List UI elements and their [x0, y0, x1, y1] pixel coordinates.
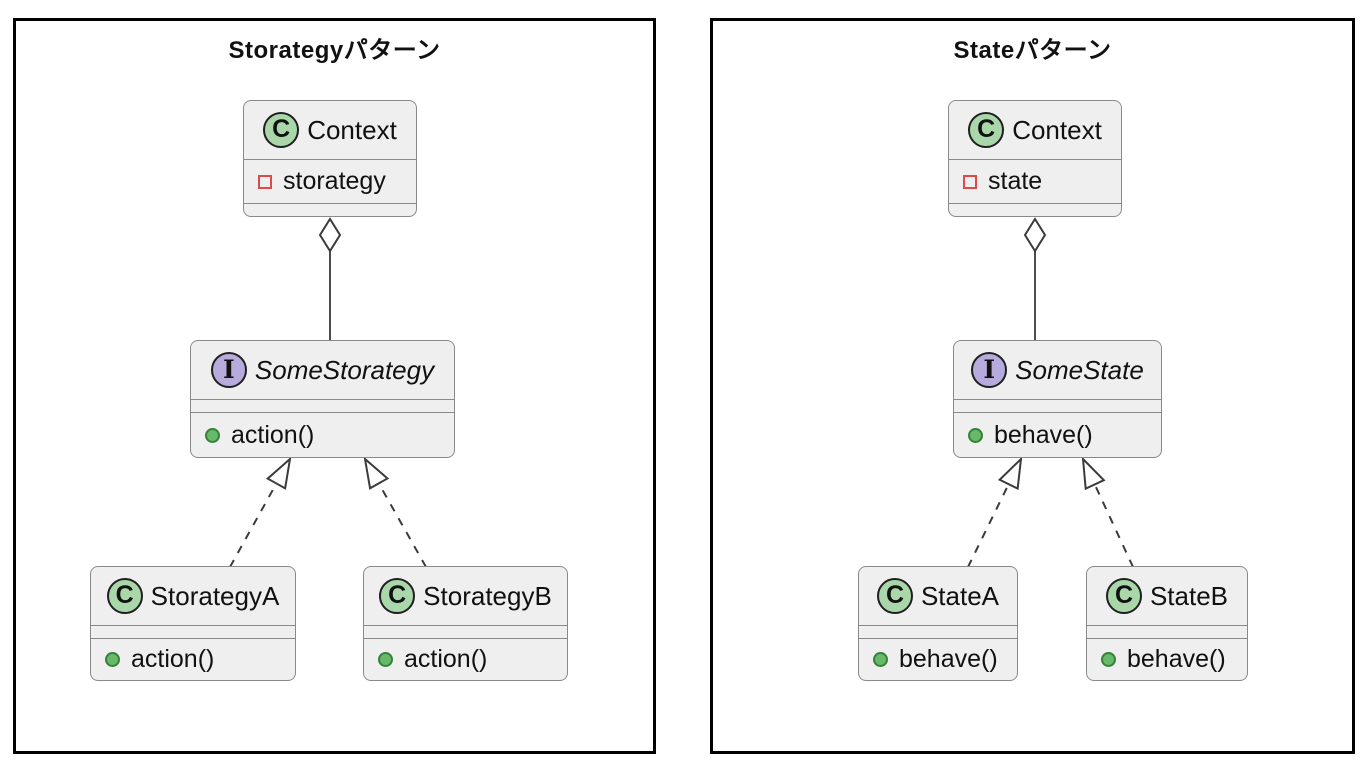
- section-divider: [949, 203, 1121, 204]
- fields-section: storategy: [244, 160, 416, 203]
- class-header: C StateA: [859, 567, 1017, 625]
- interface-name: SomeStorategy: [254, 354, 435, 385]
- diagram-title: Storategyパターン: [228, 37, 441, 64]
- section-divider: [244, 159, 416, 160]
- class-name: StorategyA: [150, 580, 280, 611]
- public-method-icon: [378, 652, 393, 667]
- realization-arrow-a: [229, 456, 292, 568]
- state-pattern-panel: Stateパターン C Context state: [710, 18, 1355, 754]
- section-divider: [859, 638, 1017, 639]
- class-name: Context: [307, 114, 397, 145]
- section-divider: [949, 159, 1121, 160]
- class-header: C StorategyB: [364, 567, 567, 625]
- realization-arrow-b: [1081, 456, 1134, 568]
- section-divider: [954, 412, 1161, 413]
- class-header: C StateB: [1087, 567, 1247, 625]
- realization-arrow-b: [363, 456, 427, 568]
- methods-section-empty: [244, 204, 416, 216]
- diagram-title: Stateパターン: [953, 37, 1112, 64]
- class-header: C Context: [949, 101, 1121, 159]
- class-header: C StorategyA: [91, 567, 295, 625]
- class-name: StateA: [920, 580, 1000, 611]
- method-name: action(): [231, 420, 315, 449]
- strategy-pattern-panel: Storategyパターン C Context storategy: [13, 18, 656, 754]
- aggregation-diamond-icon: [318, 217, 342, 253]
- class-box-context: C Context state: [948, 100, 1122, 217]
- class-header: C Context: [244, 101, 416, 159]
- public-method-icon: [968, 427, 983, 443]
- fields-section-empty: [859, 626, 1017, 638]
- fields-section-empty: [954, 400, 1161, 412]
- methods-section: action(): [91, 639, 295, 680]
- class-box-context: C Context storategy: [243, 100, 417, 217]
- method-name: action(): [131, 645, 215, 673]
- public-method-icon: [873, 652, 888, 667]
- section-divider: [954, 399, 1161, 400]
- section-divider: [244, 203, 416, 204]
- fields-section-empty: [364, 626, 567, 638]
- section-divider: [91, 625, 295, 626]
- aggregation-diamond-icon: [1023, 217, 1047, 253]
- class-box-state-a: C StateA behave(): [858, 566, 1018, 681]
- class-icon: C: [106, 578, 143, 614]
- fields-section-empty: [91, 626, 295, 638]
- class-name: StorategyB: [423, 580, 552, 611]
- interface-header: I SomeState: [954, 341, 1161, 399]
- section-divider: [859, 625, 1017, 626]
- relationship-connectors: [967, 217, 1134, 568]
- method-name: behave(): [994, 420, 1093, 449]
- section-divider: [1087, 625, 1247, 626]
- field-name: storategy: [283, 167, 386, 195]
- realization-arrow-a: [967, 456, 1023, 568]
- section-divider: [191, 412, 454, 413]
- private-field-icon: [258, 174, 272, 189]
- section-divider: [191, 399, 454, 400]
- section-divider: [91, 638, 295, 639]
- class-box-storategy-b: C StorategyB action(): [363, 566, 568, 681]
- class-icon: C: [379, 578, 416, 614]
- methods-section: behave(): [859, 639, 1017, 680]
- interface-icon: I: [210, 352, 247, 388]
- interface-box-somestate: I SomeState behave(): [953, 340, 1162, 458]
- public-method-icon: [205, 427, 220, 443]
- class-icon: C: [876, 578, 913, 614]
- fields-section-empty: [1087, 626, 1247, 638]
- class-box-storategy-a: C StorategyA action(): [90, 566, 296, 681]
- public-method-icon: [105, 652, 120, 667]
- relationship-connectors: [229, 217, 427, 568]
- interface-header: I SomeStorategy: [191, 341, 454, 399]
- field-name: state: [988, 167, 1043, 195]
- methods-section-empty: [949, 204, 1121, 216]
- methods-section: action(): [191, 413, 454, 457]
- methods-section: action(): [364, 639, 567, 680]
- public-method-icon: [1101, 652, 1116, 667]
- interface-box-somestorategy: I SomeStorategy action(): [190, 340, 455, 458]
- class-icon: C: [263, 112, 300, 148]
- section-divider: [364, 638, 567, 639]
- class-icon: C: [968, 112, 1005, 148]
- method-name: behave(): [1127, 645, 1226, 673]
- class-icon: C: [1105, 578, 1142, 614]
- method-name: behave(): [899, 645, 998, 673]
- section-divider: [1087, 638, 1247, 639]
- method-name: action(): [404, 645, 488, 673]
- section-divider: [364, 625, 567, 626]
- class-name: Context: [1012, 114, 1102, 145]
- methods-section: behave(): [954, 413, 1161, 457]
- interface-name: SomeState: [1015, 354, 1144, 385]
- fields-section: state: [949, 160, 1121, 203]
- interface-icon: I: [971, 352, 1008, 388]
- methods-section: behave(): [1087, 639, 1247, 680]
- class-box-state-b: C StateB behave(): [1086, 566, 1248, 681]
- private-field-icon: [963, 174, 977, 189]
- class-name: StateB: [1149, 580, 1229, 611]
- fields-section-empty: [191, 400, 454, 412]
